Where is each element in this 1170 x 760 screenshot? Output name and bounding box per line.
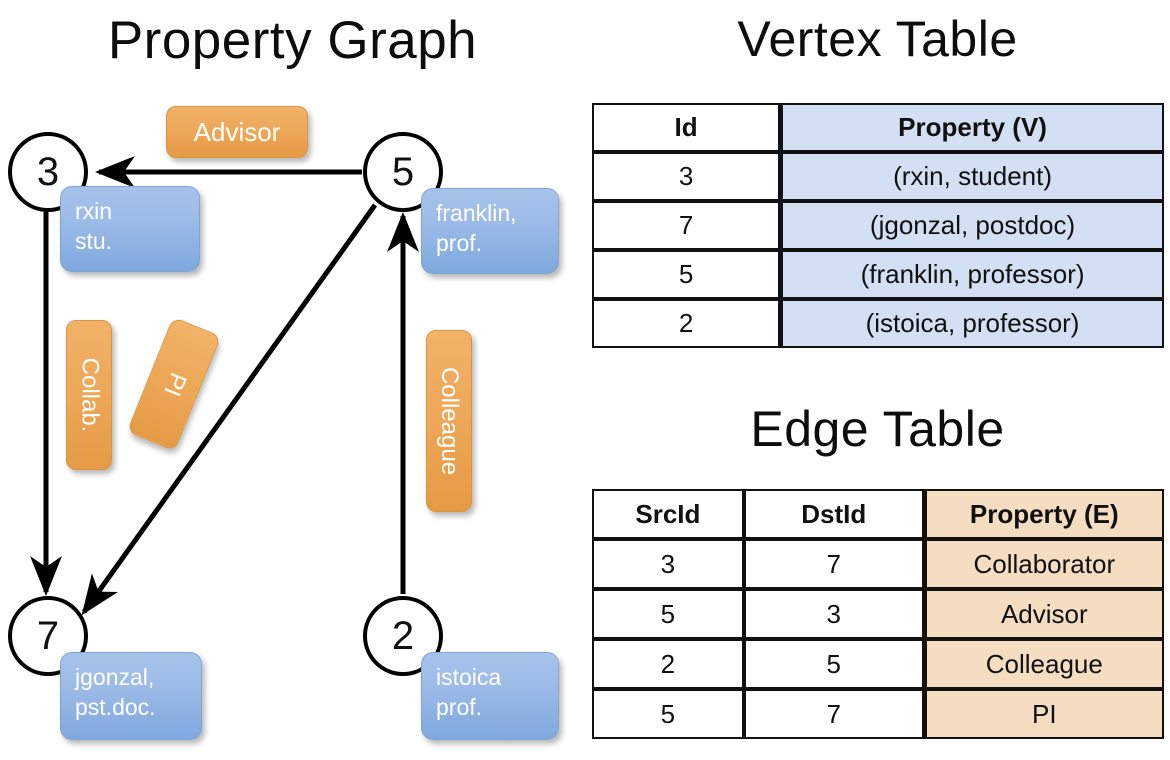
graph-node-2[interactable]: 2 (363, 596, 443, 676)
node-property-callout-3: rxin stu. (60, 186, 200, 272)
edge-table-header-srcid: SrcId (592, 489, 744, 539)
edge-cell-srcid: 3 (592, 539, 744, 589)
edge-table-header-property: Property (E) (923, 489, 1164, 539)
vertex-cell-property: (jgonzal, postdoc) (780, 201, 1164, 250)
vertex-cell-property: (rxin, student) (780, 152, 1164, 201)
edge-label-collab: Collab. (66, 320, 112, 470)
edge-cell-dstid: 7 (743, 539, 924, 589)
graph-node-5[interactable]: 5 (363, 132, 443, 212)
page-title-vertex-table: Vertex Table (737, 11, 1018, 67)
table-row: 2 5 Colleague (592, 639, 1164, 689)
table-row: 5 (franklin, professor) (592, 250, 1164, 299)
vertex-cell-property: (istoica, professor) (780, 299, 1164, 348)
vertex-table-header-row: Id Property (V) (592, 103, 1164, 152)
edge-cell-srcid: 5 (592, 689, 744, 739)
vertex-cell-property: (franklin, professor) (780, 250, 1164, 299)
vertex-cell-id: 7 (592, 201, 781, 250)
edge-cell-srcid: 5 (592, 589, 744, 639)
vertex-table-header-id: Id (592, 103, 781, 152)
edge-table-header-row: SrcId DstId Property (E) (592, 489, 1164, 539)
edge-label-advisor: Advisor (166, 106, 308, 158)
edge-cell-dstid: 5 (743, 639, 924, 689)
edge-cell-srcid: 2 (592, 639, 744, 689)
edge-cell-dstid: 3 (743, 589, 924, 639)
property-graph-diagram: 3 5 7 2 rxin stu. franklin, prof. jgonza… (8, 106, 559, 740)
node-property-callout-5: franklin, prof. (421, 188, 559, 274)
page-title-property-graph: Property Graph (107, 11, 478, 70)
vertex-table: Id Property (V) 3 (rxin, student) 7 (jgo… (592, 103, 1164, 348)
table-row: 7 (jgonzal, postdoc) (592, 201, 1164, 250)
edge-table: SrcId DstId Property (E) 3 7 Collaborato… (592, 489, 1164, 739)
edge-table-header-dstid: DstId (743, 489, 924, 539)
edge-cell-dstid: 7 (743, 689, 924, 739)
edge-label-colleague-text: Colleague (436, 366, 463, 476)
node-property-callout-7: jgonzal, pst.doc. (60, 652, 202, 740)
table-row: 5 3 Advisor (592, 589, 1164, 639)
page-title-edge-table: Edge Table (750, 401, 1005, 457)
edge-cell-property: Advisor (923, 589, 1164, 639)
edge-cell-property: Collaborator (923, 539, 1164, 589)
graph-edge-arrows (30, 156, 419, 616)
edge-label-colleague: Colleague (426, 330, 472, 512)
edge-label-collab-text: Collab. (76, 357, 103, 433)
edge-cell-property: Colleague (923, 639, 1164, 689)
edge-label-pi-text: PI (157, 368, 192, 400)
table-row: 3 (rxin, student) (592, 152, 1164, 201)
edge-cell-property: PI (923, 689, 1164, 739)
vertex-cell-id: 5 (592, 250, 781, 299)
table-row: 5 7 PI (592, 689, 1164, 739)
edge-arrow-5-to-7 (81, 203, 378, 616)
table-row: 3 7 Collaborator (592, 539, 1164, 589)
node-property-callout-2: istoica prof. (421, 652, 559, 740)
vertex-cell-id: 2 (592, 299, 781, 348)
vertex-table-header-property: Property (V) (780, 103, 1164, 152)
vertex-cell-id: 3 (592, 152, 781, 201)
table-row: 2 (istoica, professor) (592, 299, 1164, 348)
